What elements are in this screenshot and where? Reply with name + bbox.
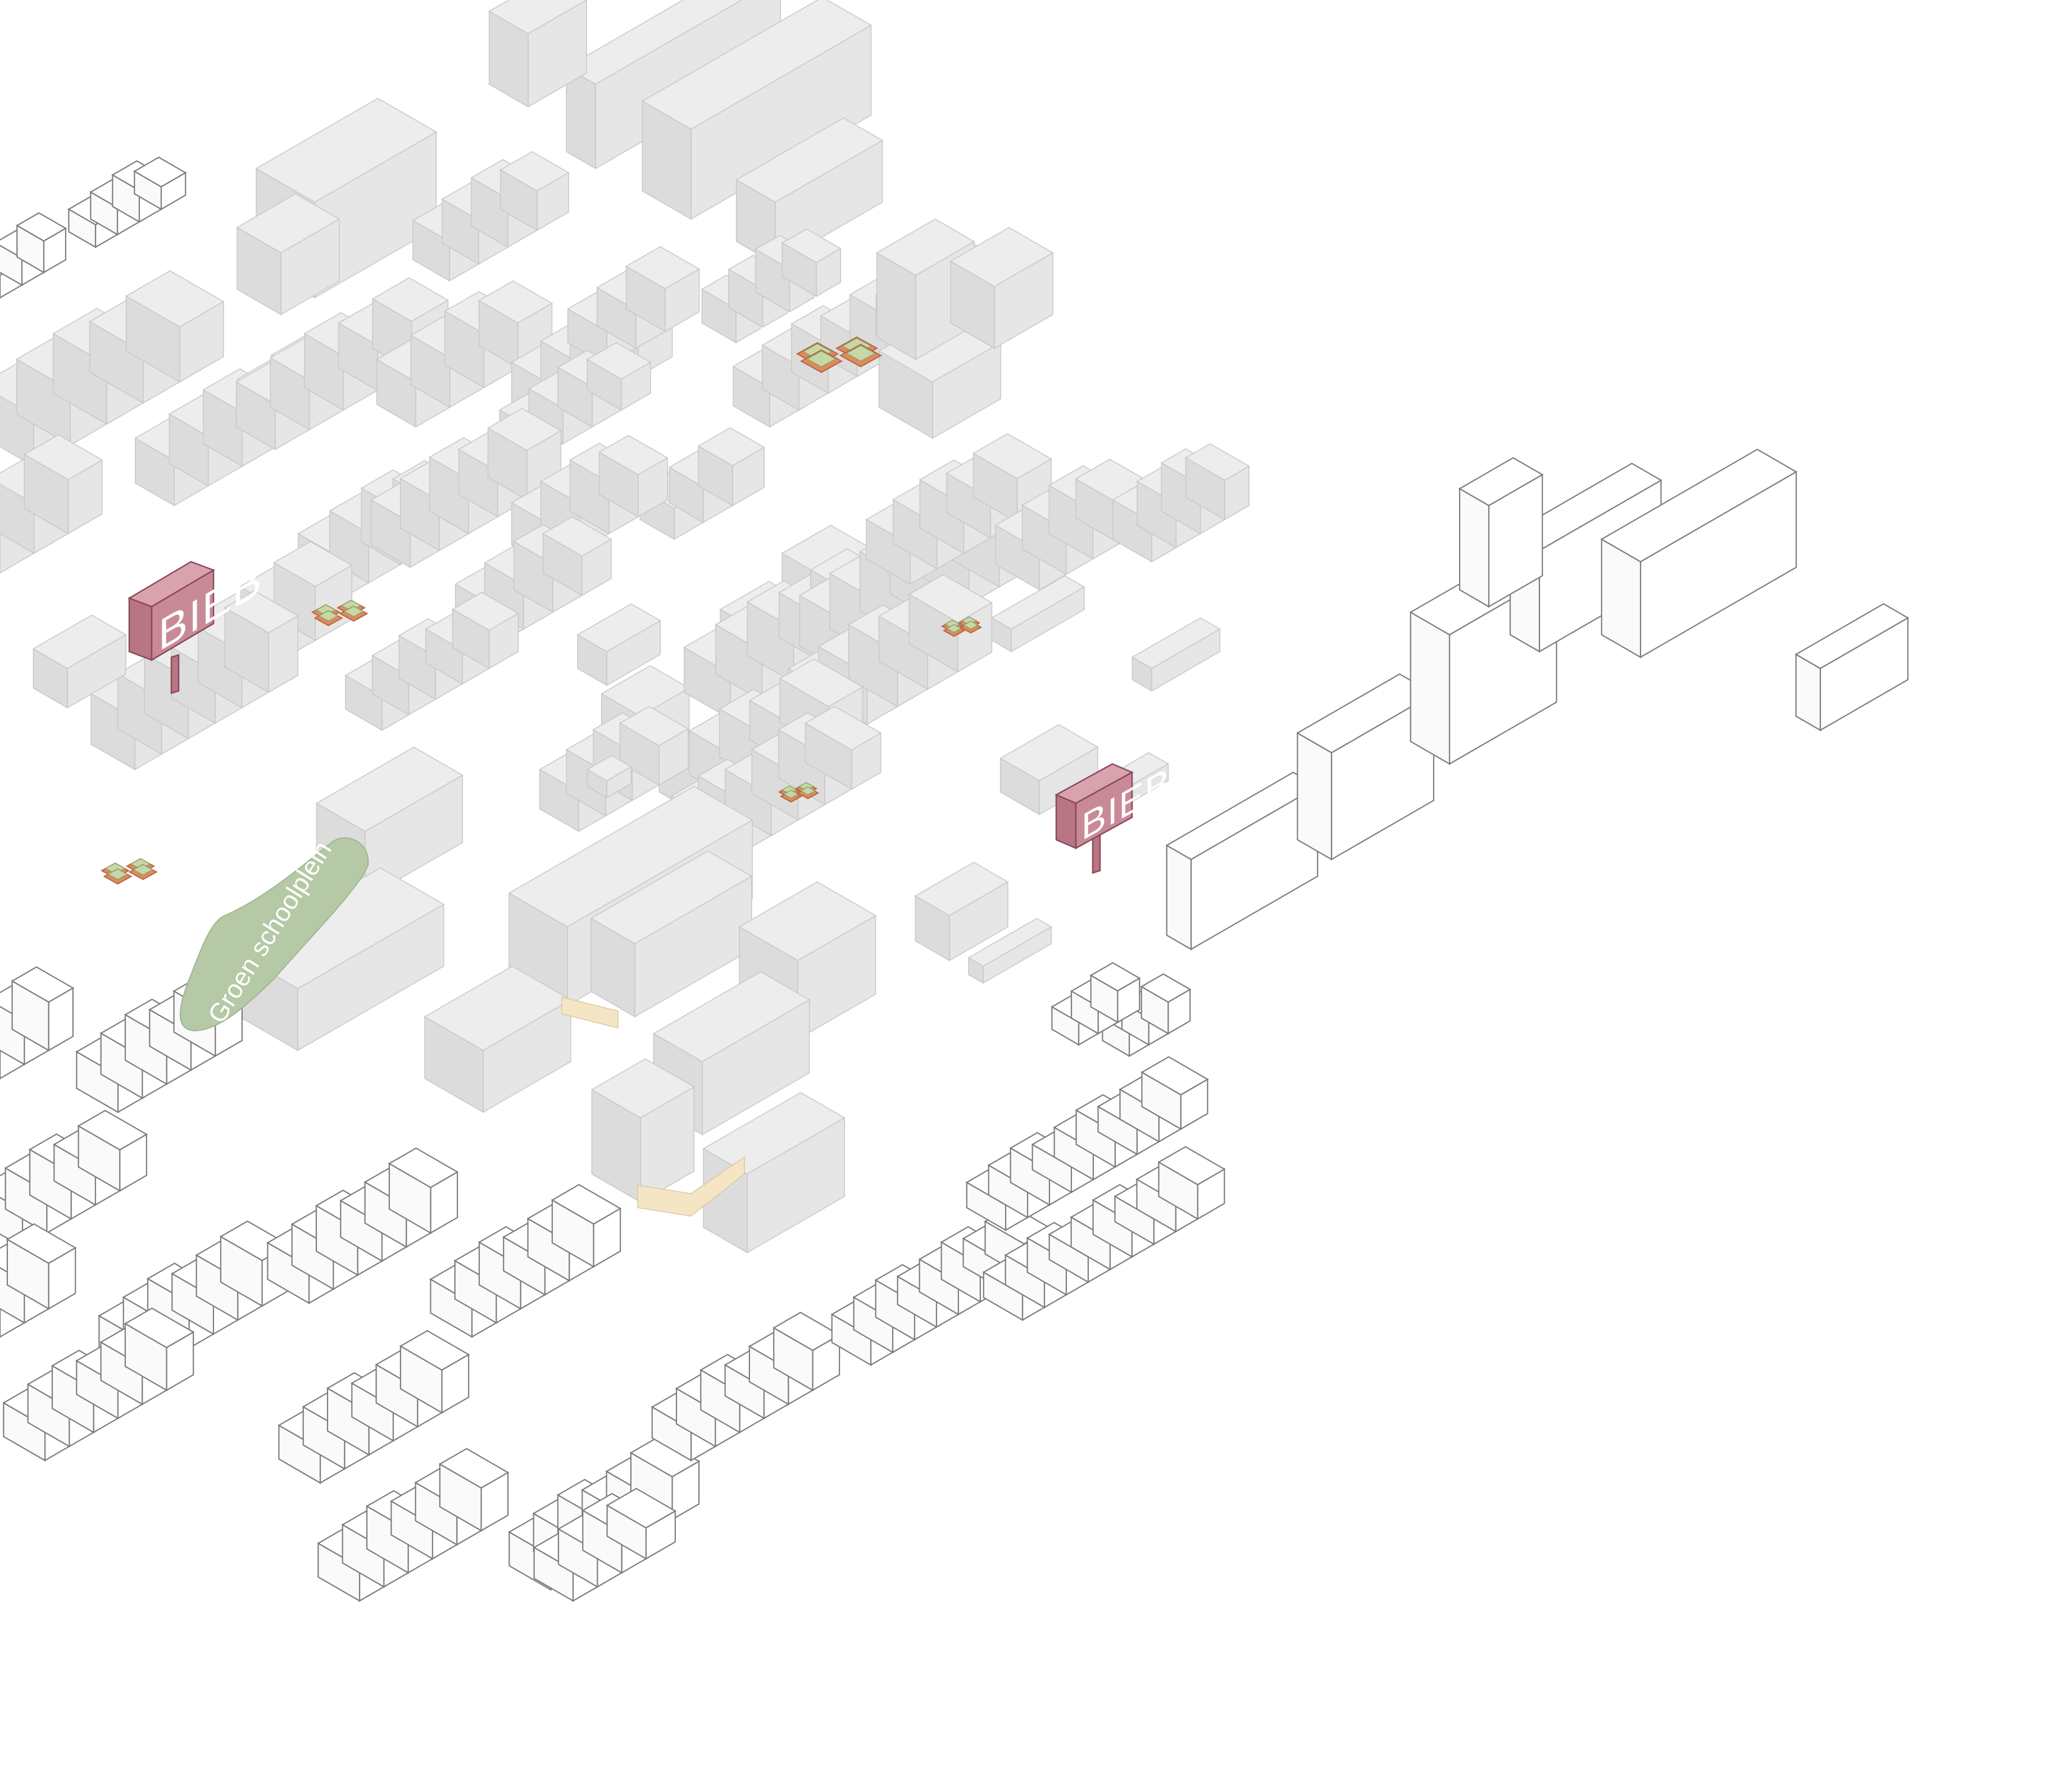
sign-pole-icon	[171, 655, 179, 693]
outline-building	[1460, 489, 1489, 607]
outline-building	[1167, 845, 1191, 949]
sign-side-panel	[1056, 795, 1076, 848]
outline-building	[1411, 612, 1450, 764]
outline-building	[1297, 733, 1332, 859]
sign-side-panel	[129, 598, 152, 660]
